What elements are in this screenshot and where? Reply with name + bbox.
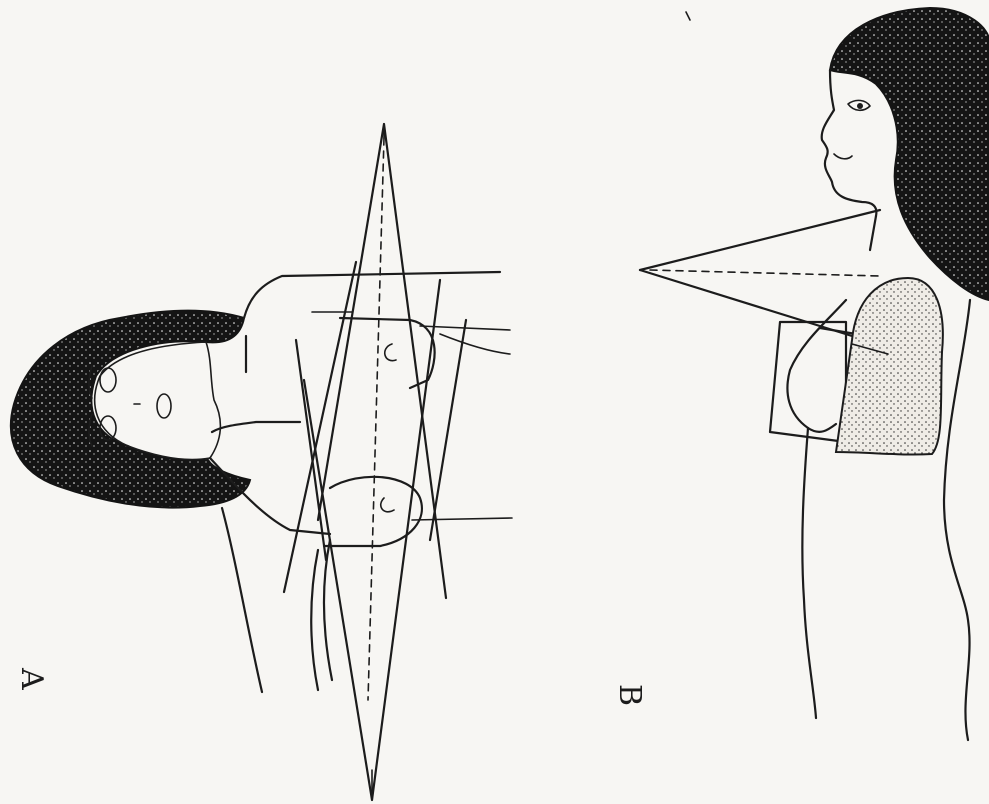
panel-a-body-side <box>311 550 318 690</box>
panel-b-label: B <box>612 684 647 706</box>
panel-b-face-profile <box>822 70 877 216</box>
panel-b-neck-front <box>870 216 876 250</box>
panel-b-pupil <box>857 103 863 109</box>
panel-b-hair <box>830 8 989 300</box>
panel-a-mouth <box>157 394 171 418</box>
panel-a-label: A <box>14 667 49 690</box>
panel-a-hair <box>11 311 250 508</box>
panel-a-arm-outer <box>222 508 262 692</box>
panel-b-detector <box>836 278 943 455</box>
panel-a-beam-lower <box>304 280 440 800</box>
panel-b-back-line <box>944 300 970 740</box>
panel-a-shoulder-bottom <box>212 422 300 432</box>
panel-b-top-mark <box>686 12 690 20</box>
panel-a-body-side-2 <box>324 540 332 680</box>
panel-b-mouth <box>834 154 852 159</box>
panel-a-eye-right <box>100 368 116 392</box>
panel-b-beam-upper <box>640 210 880 270</box>
panel-a-nipple-lower <box>381 498 394 512</box>
panel-a: A <box>11 124 512 800</box>
panel-a-chest-line-4 <box>412 518 512 520</box>
panel-b-torso-front <box>802 428 816 718</box>
panel-b-central-ray <box>650 270 880 276</box>
panel-b-beam-lower <box>640 270 852 336</box>
panel-a-central-ray <box>368 138 384 700</box>
panel-a-chest-line-3 <box>440 334 510 354</box>
panel-a-breast-upper <box>340 318 435 388</box>
panel-a-nipple-upper <box>385 344 396 361</box>
panel-a-compression-line-3 <box>296 340 326 560</box>
panel-b: B <box>612 8 989 740</box>
panel-a-shoulder-top <box>244 272 500 318</box>
